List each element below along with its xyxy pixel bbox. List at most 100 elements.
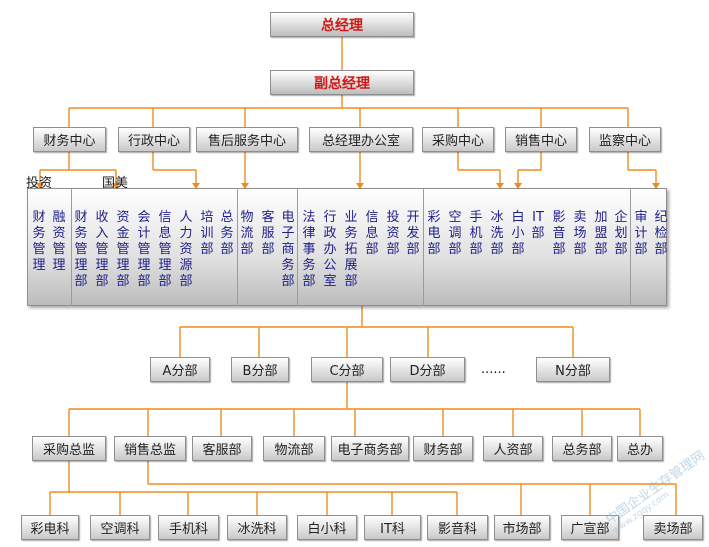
center-purchasing-label: 采购中心 [431, 134, 484, 149]
section-stores-label: 卖场部 [653, 522, 693, 537]
section-mobile-label: 手机科 [168, 522, 208, 537]
divider [297, 188, 298, 306]
center-sales-label: 销售中心 [514, 134, 567, 149]
dept-tv: 彩电部 [427, 210, 441, 257]
branch-a-label: A分部 [162, 364, 198, 379]
ceo-label: 总经理 [321, 17, 363, 34]
center-finance: 财务中心 [33, 127, 106, 152]
section-advertising-label: 广宣部 [570, 522, 610, 537]
divider [423, 188, 424, 306]
dept-training: 培训部 [200, 210, 214, 257]
unit-customer-service: 客服部 [192, 436, 252, 461]
unit-hr-label: 人资部 [493, 443, 533, 458]
center-purchasing: 采购中心 [422, 127, 494, 152]
unit-general-affairs-label: 总务部 [562, 443, 602, 458]
dept-legal: 法律事务部 [302, 210, 316, 289]
branch-c-label: C分部 [329, 364, 365, 379]
section-stores: 卖场部 [643, 515, 703, 540]
dept-it: IT部 [531, 210, 545, 241]
dept-franchise: 加盟部 [594, 210, 608, 257]
section-tv-label: 彩电科 [30, 522, 70, 537]
section-fridge-washer: 冰洗科 [227, 515, 287, 540]
deputy-ceo-label: 副总经理 [314, 75, 370, 92]
ceo-box: 总经理 [270, 12, 414, 37]
unit-finance-label: 财务部 [423, 443, 463, 458]
dept-planning: 企划部 [614, 210, 628, 257]
unit-hr: 人资部 [483, 436, 543, 461]
section-advertising: 广宣部 [561, 515, 619, 540]
center-admin: 行政中心 [118, 127, 190, 152]
branch-d: D分部 [390, 357, 465, 382]
center-supervision-label: 监察中心 [598, 134, 651, 149]
dept-stores: 卖场部 [573, 210, 587, 257]
note-gome: 国美 [102, 176, 129, 191]
branch-n-label: N分部 [555, 364, 591, 379]
center-after-sales-label: 售后服务中心 [207, 134, 286, 149]
center-after-sales: 售后服务中心 [196, 127, 298, 152]
section-it-label: IT科 [380, 522, 405, 537]
dept-information: 信息部 [365, 210, 379, 257]
dept-customer-service: 客服部 [261, 210, 275, 257]
dept-small-appliances: 白小部 [511, 210, 525, 257]
dept-finance-management: 财务管理部 [74, 210, 88, 289]
section-air-conditioner-label: 空调科 [100, 522, 140, 537]
unit-ecommerce-label: 电子商务部 [337, 443, 403, 458]
section-it: IT科 [364, 515, 421, 540]
dept-information-mgmt: 信息管理部 [158, 210, 172, 289]
dept-financing-mgmt: 融资管理 [52, 210, 66, 273]
deputy-ceo-box: 副总经理 [270, 70, 414, 95]
section-small-appliances: 白小科 [297, 515, 357, 540]
section-air-conditioner: 空调科 [90, 515, 150, 540]
center-finance-label: 财务中心 [43, 134, 96, 149]
branch-b: B分部 [231, 357, 289, 382]
dept-audio-video: 影音部 [552, 210, 566, 257]
dept-business-dev: 业务拓展部 [344, 210, 358, 289]
dept-income-mgmt: 收入管理部 [95, 210, 109, 289]
branch-n: N分部 [536, 357, 610, 382]
divider [630, 188, 631, 306]
unit-general-office-label: 总办 [626, 443, 653, 458]
dept-air-conditioner: 空调部 [448, 210, 462, 257]
dept-admin-office: 行政办公室 [323, 210, 337, 289]
divider [237, 188, 238, 306]
dept-fund-mgmt: 资金管理部 [116, 210, 130, 289]
divider [71, 188, 72, 306]
branch-a: A分部 [150, 357, 210, 382]
center-admin-label: 行政中心 [127, 134, 180, 149]
unit-logistics: 物流部 [263, 436, 325, 461]
unit-ecommerce: 电子商务部 [331, 436, 409, 461]
branch-b-label: B分部 [242, 364, 278, 379]
branch-d-label: D分部 [409, 364, 446, 379]
unit-purchasing-director-label: 采购总监 [42, 443, 95, 458]
center-supervision: 监察中心 [589, 127, 661, 152]
unit-logistics-label: 物流部 [274, 443, 314, 458]
section-fridge-washer-label: 冰洗科 [237, 522, 277, 537]
center-sales: 销售中心 [505, 127, 577, 152]
section-market: 市场部 [494, 515, 550, 540]
dept-accounting: 会计管理部 [137, 210, 151, 289]
dept-finance-mgmt: 财务管理 [32, 210, 46, 273]
dept-fridge-washer: 冰洗部 [490, 210, 504, 257]
section-audio-video-label: 影音科 [437, 522, 477, 537]
section-audio-video: 影音科 [427, 515, 488, 540]
dept-hr: 人力资源部 [179, 210, 193, 289]
center-gm-office: 总经理办公室 [309, 127, 413, 152]
unit-general-office: 总办 [617, 436, 663, 461]
branch-c: C分部 [311, 357, 383, 382]
dept-investment: 投资部 [386, 210, 400, 257]
dept-audit: 审计部 [634, 210, 648, 257]
department-block [27, 188, 667, 306]
section-tv: 彩电科 [21, 515, 79, 540]
section-small-appliances-label: 白小科 [307, 522, 347, 537]
branch-ellipsis: ...... [481, 362, 506, 377]
unit-sales-director-label: 销售总监 [123, 443, 176, 458]
unit-purchasing-director: 采购总监 [32, 436, 106, 461]
section-market-label: 市场部 [502, 522, 542, 537]
dept-mobile: 手机部 [469, 210, 483, 257]
unit-customer-service-label: 客服部 [202, 443, 242, 458]
unit-sales-director: 销售总监 [114, 436, 186, 461]
center-gm-office-label: 总经理办公室 [321, 134, 400, 149]
dept-general-affairs: 总务部 [220, 210, 234, 257]
unit-general-affairs: 总务部 [552, 436, 612, 461]
